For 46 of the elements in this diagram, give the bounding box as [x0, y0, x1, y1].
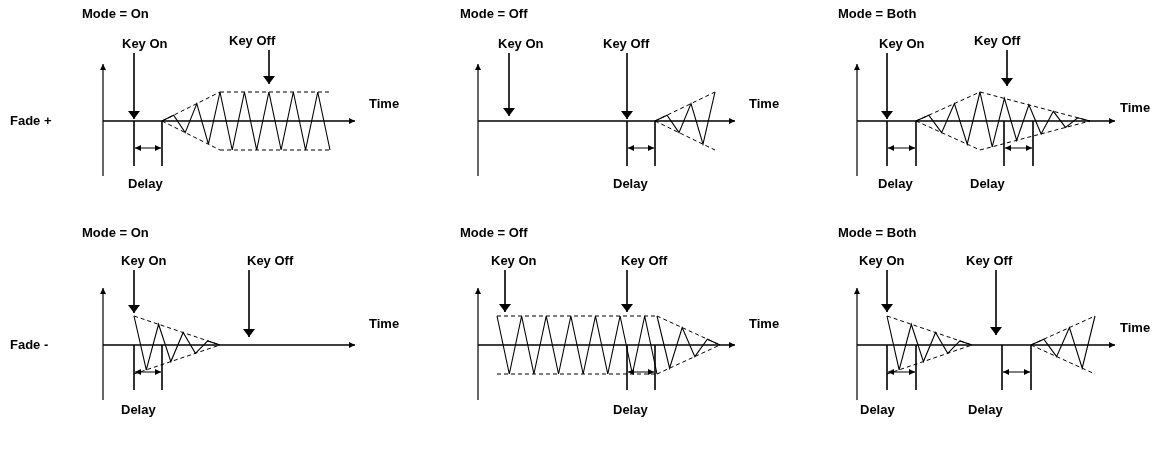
- arrow: [128, 269, 140, 314]
- arrow: [128, 52, 140, 120]
- panel-title: Mode = Both: [838, 225, 917, 241]
- arrow: [881, 269, 893, 313]
- delay-label: Delay: [968, 402, 1003, 418]
- axis-label: Time: [749, 316, 780, 332]
- arrow: [243, 269, 255, 338]
- arrow: [621, 269, 633, 313]
- event-label: Key Off: [621, 253, 668, 269]
- panel-title: Mode = Off: [460, 6, 528, 22]
- axis-label: Time: [1120, 320, 1151, 336]
- delay-label: Delay: [970, 176, 1005, 192]
- event-label: Key Off: [603, 36, 650, 52]
- arrow: [503, 52, 515, 117]
- delay-label: Delay: [121, 402, 156, 418]
- event-label: Key Off: [247, 253, 294, 269]
- axis-label: Time: [369, 96, 400, 112]
- arrow: [499, 269, 511, 313]
- delay-label: Delay: [613, 402, 648, 418]
- row-label: Fade +: [10, 113, 52, 129]
- axis-label: Time: [749, 96, 780, 112]
- event-label: Key Off: [229, 33, 276, 49]
- event-label: Key On: [122, 36, 168, 52]
- panel-title: Mode = On: [82, 225, 149, 241]
- arrow: [1001, 49, 1013, 87]
- panel-title: Mode = On: [82, 6, 149, 22]
- event-label: Key On: [121, 253, 167, 269]
- arrow: [621, 52, 633, 120]
- event-label: Key On: [498, 36, 544, 52]
- delay-label: Delay: [613, 176, 648, 192]
- delay-label: Delay: [128, 176, 163, 192]
- event-label: Key On: [859, 253, 905, 269]
- delay-label: Delay: [878, 176, 913, 192]
- delay-label: Delay: [860, 402, 895, 418]
- panel-title: Mode = Off: [460, 225, 528, 241]
- event-label: Key On: [879, 36, 925, 52]
- axis-label: Time: [1120, 100, 1151, 116]
- panel-title: Mode = Both: [838, 6, 917, 22]
- axis-label: Time: [369, 316, 400, 332]
- arrow: [263, 49, 275, 85]
- event-label: Key On: [491, 253, 537, 269]
- row-label: Fade -: [10, 337, 49, 353]
- arrow: [990, 269, 1002, 336]
- event-label: Key Off: [974, 33, 1021, 49]
- arrow: [881, 52, 893, 120]
- event-label: Key Off: [966, 253, 1013, 269]
